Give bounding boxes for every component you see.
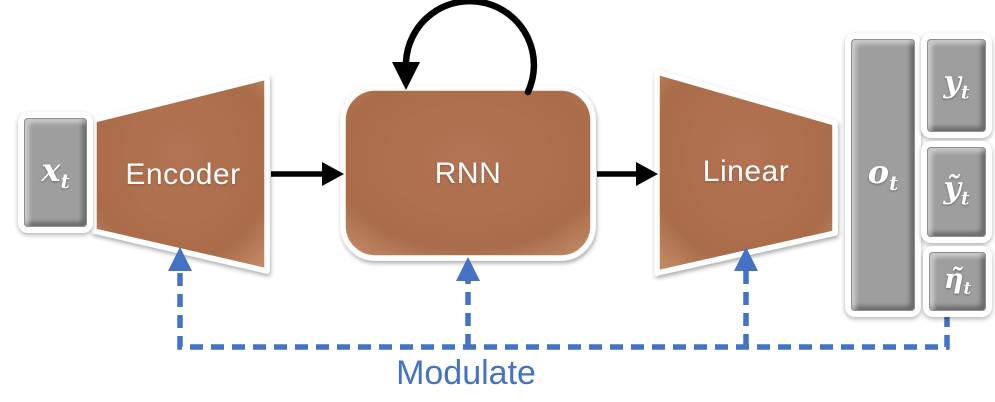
output-label-etatilde: η̃t (943, 264, 972, 299)
linear-trapezoid (654, 69, 838, 276)
modulate-dashed-lines (177, 268, 950, 350)
output-label-ot: ot (867, 153, 899, 196)
output-box-yt: yt (921, 33, 992, 138)
modulate-arrowhead-linear (734, 247, 758, 271)
output-bar-ot: ot (845, 33, 921, 317)
modulate-arrowhead-rnn (456, 257, 480, 281)
input-label-xt: xt (41, 150, 70, 193)
output-label-ytilde: ỹt (943, 171, 970, 210)
output-label-yt: yt (943, 64, 970, 104)
modulate-arrowheads (168, 247, 758, 281)
output-box-etatilde: η̃t (923, 246, 992, 317)
input-box-xt: xt (18, 112, 93, 233)
rnn-self-loop-arrow (392, 0, 538, 96)
modulate-arrowhead-encoder (168, 247, 192, 271)
encoder-trapezoid (91, 74, 270, 274)
self-loop-arrowhead (392, 62, 420, 90)
encoder-to-rnn-arrow (271, 162, 344, 186)
rnn-to-linear-arrow (597, 162, 658, 186)
output-box-ytilde: ỹt (921, 141, 992, 243)
rnn-block (340, 85, 596, 261)
